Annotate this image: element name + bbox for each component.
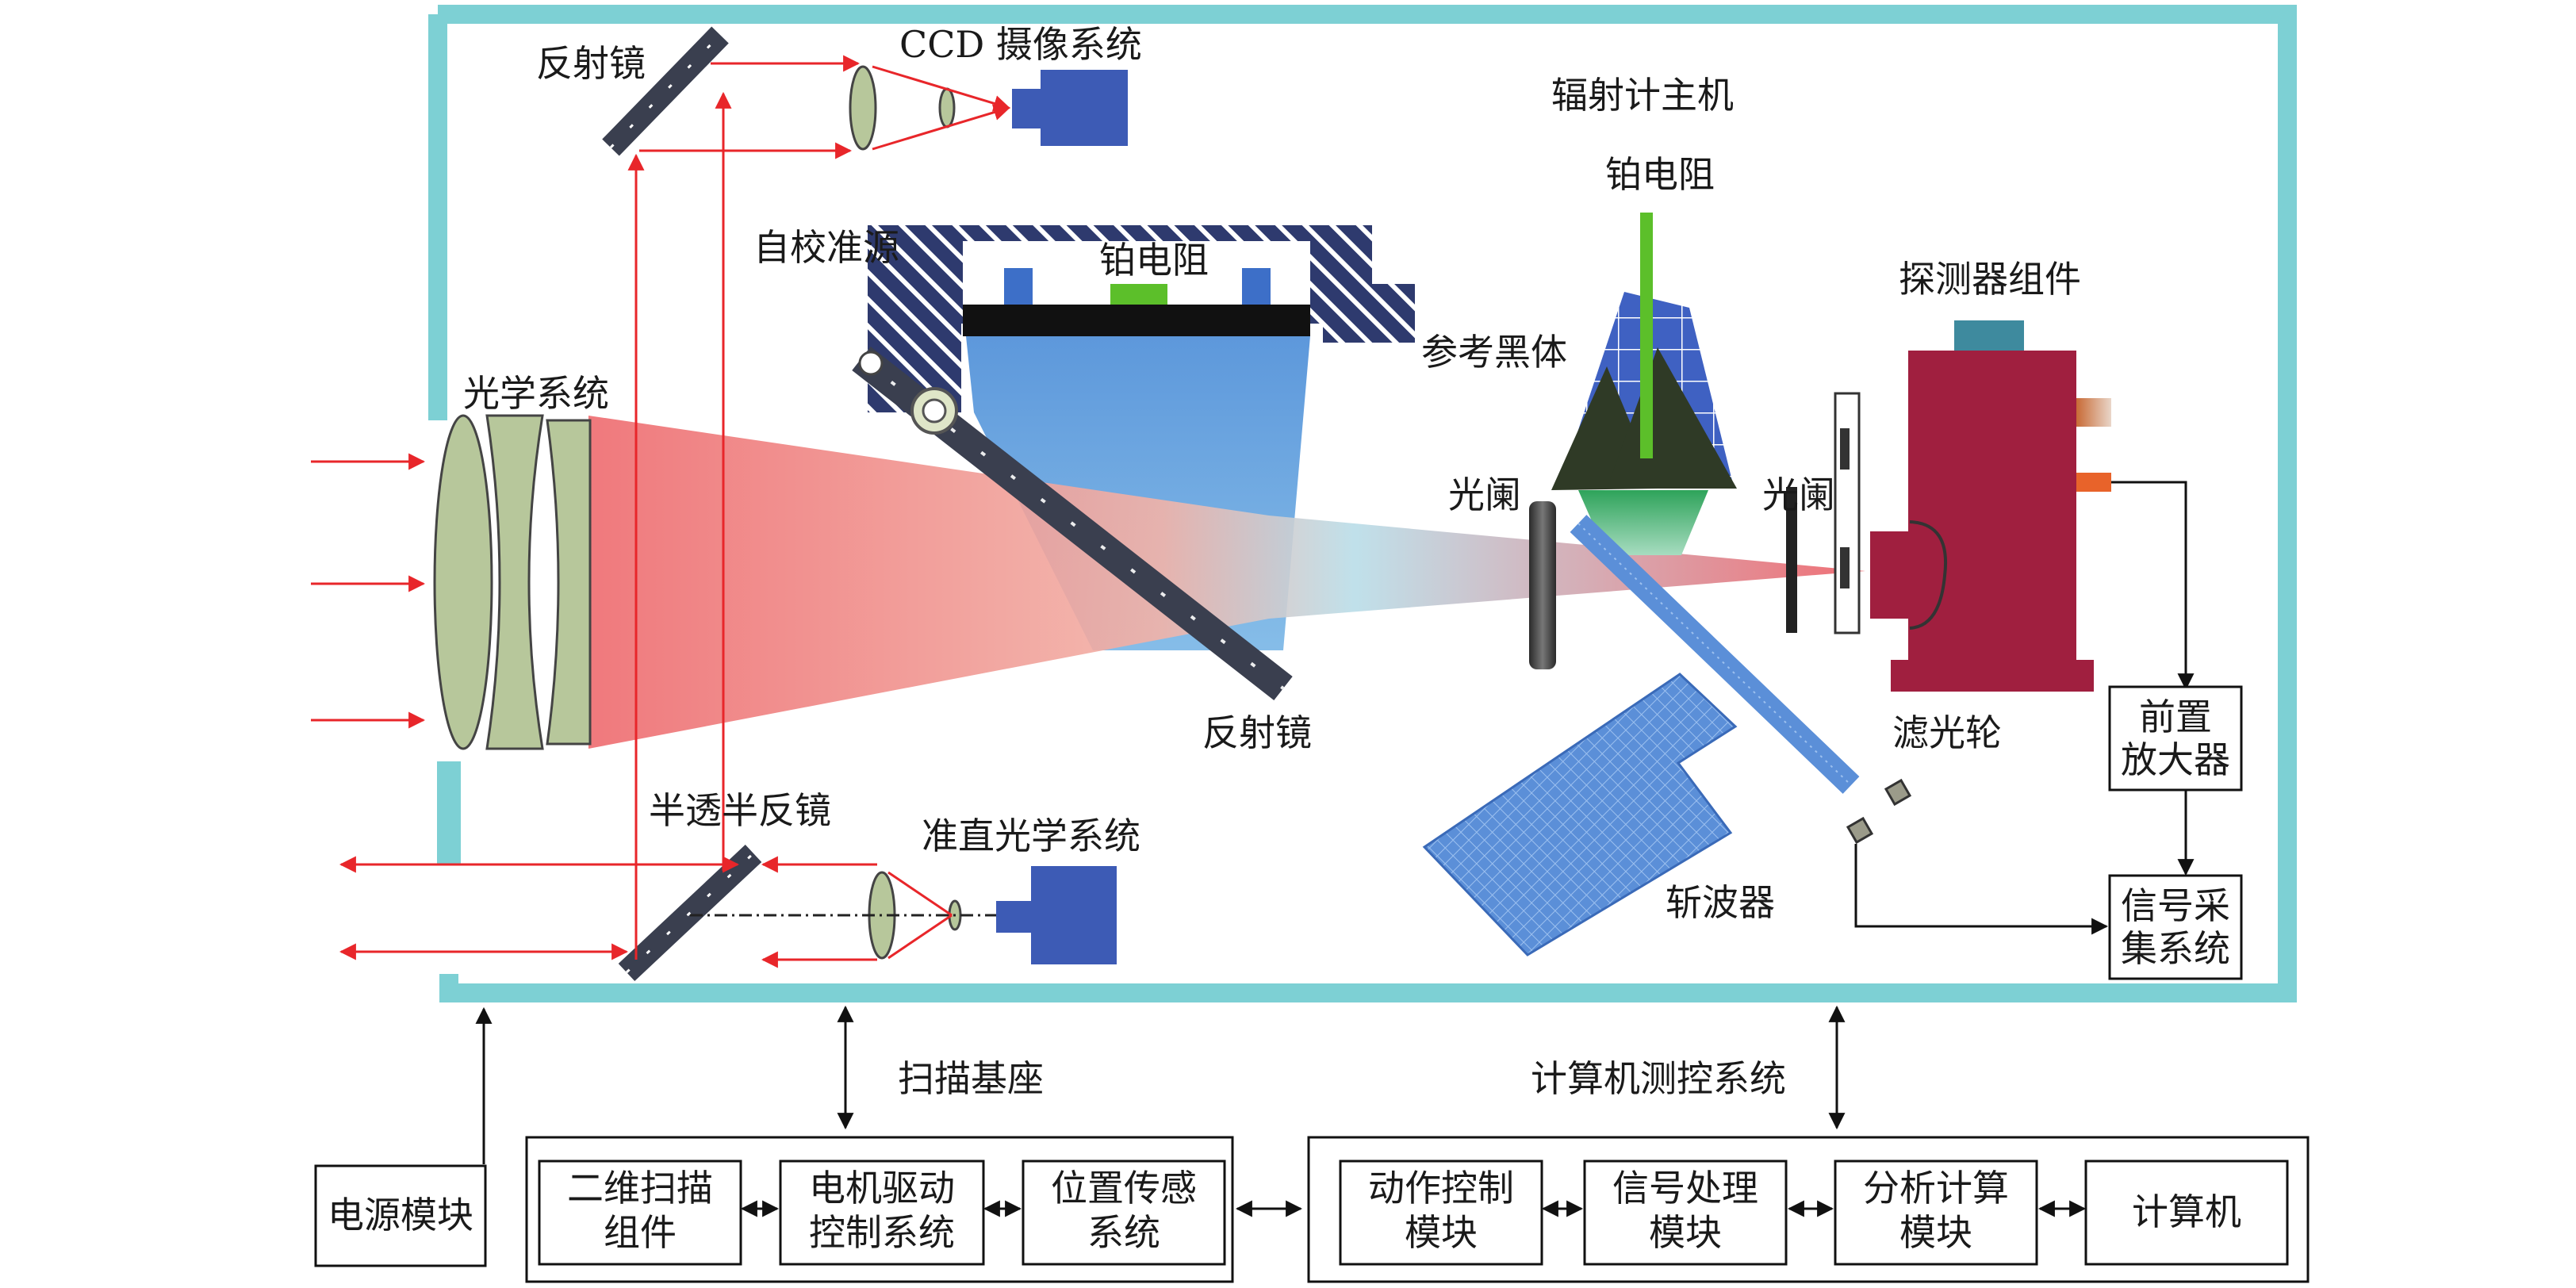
label-pt-resistor-top: 铂电阻 <box>1605 153 1715 196</box>
main-optical-beam <box>588 416 1865 749</box>
action-control-box: 动作控制 模块 <box>1339 1160 1543 1266</box>
position-sensor-line-2: 系统 <box>1087 1211 1160 1254</box>
heater-block-right <box>1242 268 1271 305</box>
scan-mirror-center <box>852 347 1293 700</box>
scan-2d-line-1: 二维扫描 <box>567 1167 713 1209</box>
signal-processing-box: 信号处理 模块 <box>1583 1160 1788 1266</box>
aperture-right <box>1786 487 1797 633</box>
label-optical-system: 光学系统 <box>463 372 609 415</box>
label-detector-assembly: 探测器组件 <box>1899 258 2081 301</box>
pt-resistor-inner-sensor <box>1110 284 1167 305</box>
position-sensor-box: 位置传感 系统 <box>1022 1160 1226 1266</box>
signal-proc-line-2: 模块 <box>1649 1211 1722 1254</box>
collimator-optical-system <box>690 866 1117 964</box>
position-sensor-line-1: 位置传感 <box>1051 1167 1197 1209</box>
pt-resistor-top-rod <box>1640 213 1653 458</box>
mirror-top <box>602 26 729 156</box>
label-mirror-top: 反射镜 <box>536 42 646 85</box>
label-pt-resistor-inner: 铂电阻 <box>1099 239 1209 282</box>
motor-drive-line-2: 控制系统 <box>809 1211 955 1254</box>
analysis-line-2: 模块 <box>1899 1211 1972 1254</box>
label-mirror-mid: 反射镜 <box>1202 711 1312 754</box>
label-collimator: 准直光学系统 <box>922 815 1140 857</box>
motor-drive-line-1: 电机驱动 <box>809 1167 955 1209</box>
power-module-box: 电源模块 <box>314 1164 487 1267</box>
computer-control-group-frame <box>1307 1136 2310 1283</box>
motor-drive-box: 电机驱动 控制系统 <box>779 1160 985 1266</box>
label-self-cal-source: 自校准源 <box>753 226 899 269</box>
preamp-line-1: 前置 <box>2139 696 2212 738</box>
signal-acq-line-2: 集系统 <box>2121 927 2230 970</box>
label-ccd: CCD 摄像系统 <box>899 23 1142 66</box>
scan-base-group-frame <box>525 1136 1234 1283</box>
self-calibration-source <box>868 225 1415 412</box>
scan-2d-line-2: 组件 <box>604 1211 677 1254</box>
radiometer-housing <box>428 5 2297 1002</box>
red-ray-paths <box>311 55 1011 968</box>
action-control-line-2: 模块 <box>1405 1211 1478 1254</box>
optical-system-lenses <box>433 414 592 750</box>
computer-label: 计算机 <box>2132 1190 2241 1233</box>
label-reference-blackbody: 参考黑体 <box>1421 331 1567 374</box>
signal-proc-line-1: 信号处理 <box>1612 1167 1758 1209</box>
label-radiometer-host: 辐射计主机 <box>1551 74 1734 117</box>
label-computer-control: 计算机测控系统 <box>1531 1057 1786 1100</box>
heater-block-left <box>1004 268 1033 305</box>
analysis-box: 分析计算 模块 <box>1834 1160 2038 1266</box>
signal-acq-line-1: 信号采 <box>2121 884 2230 927</box>
label-chopper: 斩波器 <box>1666 881 1775 924</box>
power-module-label: 电源模块 <box>328 1194 473 1236</box>
reference-blackbody <box>1551 213 1737 555</box>
preamp-box: 前置 放大器 <box>2108 685 2243 792</box>
detector-assembly <box>1870 320 2111 692</box>
analysis-line-1: 分析计算 <box>1863 1167 2009 1209</box>
signal-connection-paths <box>475 481 2195 1217</box>
filter-wheel <box>1834 392 1861 634</box>
aperture-left <box>1529 501 1556 669</box>
preamp-line-2: 放大器 <box>2121 738 2230 781</box>
label-scan-base: 扫描基座 <box>898 1057 1044 1100</box>
action-control-line-1: 动作控制 <box>1368 1167 1514 1209</box>
computer-box: 计算机 <box>2084 1160 2289 1266</box>
ccd-camera-system <box>849 65 1128 151</box>
chopper <box>1422 515 1912 956</box>
scan-2d-box: 二维扫描 组件 <box>538 1160 742 1266</box>
semi-transparent-mirror <box>618 845 762 981</box>
label-aperture-right: 光阑 <box>1762 473 1835 516</box>
label-filter-wheel: 滤光轮 <box>1892 711 2002 754</box>
label-semi-mirror: 半透半反镜 <box>649 789 831 832</box>
label-aperture-left: 光阑 <box>1448 473 1521 516</box>
signal-acquisition-box: 信号采 集系统 <box>2108 874 2243 980</box>
